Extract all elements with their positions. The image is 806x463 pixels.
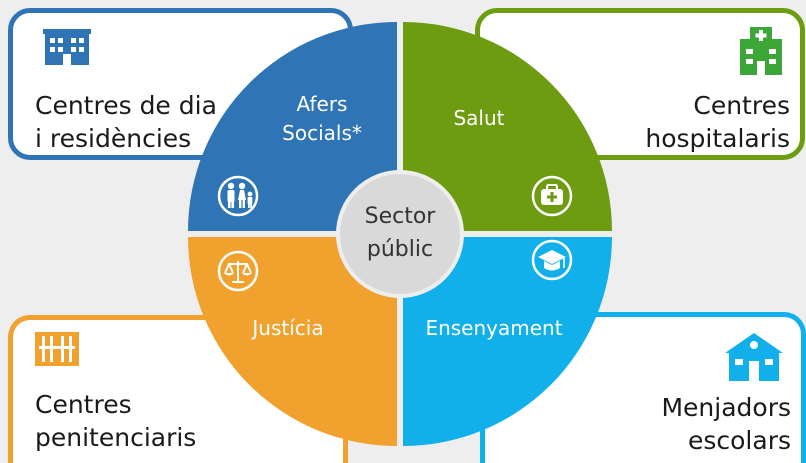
center-label-line1: Sector — [365, 204, 437, 229]
hospital-icon — [740, 27, 782, 75]
card-school-canteens-label: Menjadors escolars — [661, 393, 791, 455]
card-hospitals-label: Centres hospitalaris — [645, 91, 790, 153]
segment-ensenyament — [403, 237, 612, 446]
scales-icon — [217, 250, 259, 292]
center-label-line2: públic — [367, 237, 433, 262]
card-prisons-label: Centres penitenciaris — [35, 390, 197, 452]
school-icon — [725, 333, 783, 381]
segment-ensenyament-label: Ensenyament — [425, 316, 562, 340]
graduation-cap-icon — [531, 239, 573, 281]
family-icon — [217, 175, 259, 217]
medical-kit-icon — [531, 175, 573, 217]
segment-afers-label-line1: Afers — [297, 92, 348, 116]
building-icon — [43, 29, 91, 65]
card-day-centres-label: Centres de dia i residències — [35, 91, 217, 153]
segment-justicia-label: Justícia — [250, 316, 323, 340]
segment-afers-label-line2: Socials* — [282, 121, 362, 145]
segment-salut-label: Salut — [453, 106, 504, 130]
segment-afers-socials — [188, 22, 397, 231]
prison-bars-icon — [35, 332, 79, 366]
center-circle — [336, 170, 464, 298]
